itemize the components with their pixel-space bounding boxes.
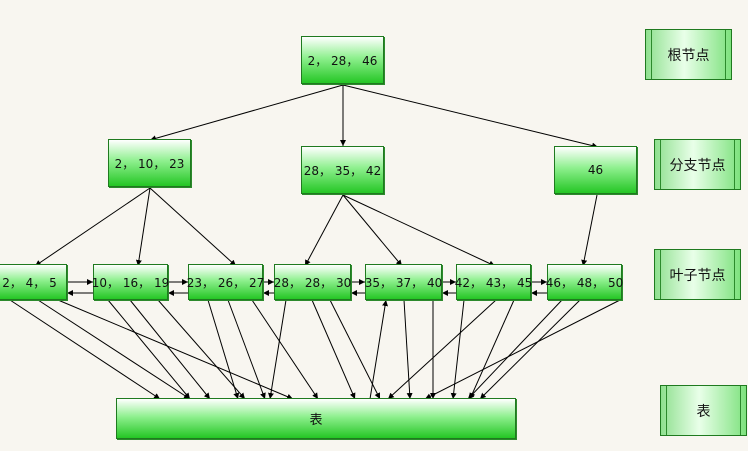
leaf-node-5: 35， 37， 40 xyxy=(365,264,442,300)
edge-30 xyxy=(479,299,581,400)
edge-26 xyxy=(450,299,465,400)
leaf-node-1: 2， 4， 5 xyxy=(0,264,67,300)
edge-20 xyxy=(267,299,287,400)
edge-14 xyxy=(107,299,191,400)
edge-10 xyxy=(581,194,598,267)
branch-node-3: 46 xyxy=(554,146,637,194)
edge-7 xyxy=(304,194,344,267)
edge-5 xyxy=(135,187,151,267)
edge-22 xyxy=(329,299,381,400)
leaf-node-3: 23， 26， 27 xyxy=(187,264,264,300)
edge-3 xyxy=(342,84,599,149)
edge-4 xyxy=(34,187,151,267)
edge-12 xyxy=(37,299,191,400)
legend-leaf-node: 叶子节点 xyxy=(654,249,741,300)
edge-28 xyxy=(469,299,515,400)
root-node: 2， 28， 46 xyxy=(301,36,384,84)
edge-17 xyxy=(207,299,240,400)
edge-29 xyxy=(467,299,563,400)
branch-node-2: 28， 35， 42 xyxy=(301,146,384,194)
edge-15 xyxy=(129,299,211,400)
leaf-node-4: 28， 28， 30 xyxy=(274,264,351,300)
edge-19 xyxy=(251,299,319,400)
branch-node-1: 2， 10， 23 xyxy=(108,139,191,187)
edge-16 xyxy=(157,299,246,400)
leaf-node-2: 10， 16， 19 xyxy=(92,264,169,300)
edge-9 xyxy=(342,194,496,267)
legend-table: 表 xyxy=(660,385,747,436)
edge-13 xyxy=(57,299,294,400)
legend-root-node: 根节点 xyxy=(645,29,732,80)
edge-27 xyxy=(387,299,497,400)
edge-31 xyxy=(424,299,621,400)
leaf-node-6: 42， 43， 45 xyxy=(455,264,532,300)
edge-18 xyxy=(227,299,266,400)
edge-11 xyxy=(9,299,161,400)
edge-layer xyxy=(9,84,621,400)
edge-24 xyxy=(403,299,413,400)
edge-23 xyxy=(369,299,389,400)
legend-branch-node: 分支节点 xyxy=(654,139,741,190)
edge-21 xyxy=(311,299,356,400)
leaf-node-7: 46， 48， 50 xyxy=(546,264,623,300)
edge-8 xyxy=(342,194,403,267)
edge-6 xyxy=(149,187,237,267)
table-node: 表 xyxy=(116,398,516,439)
edge-1 xyxy=(149,84,344,142)
